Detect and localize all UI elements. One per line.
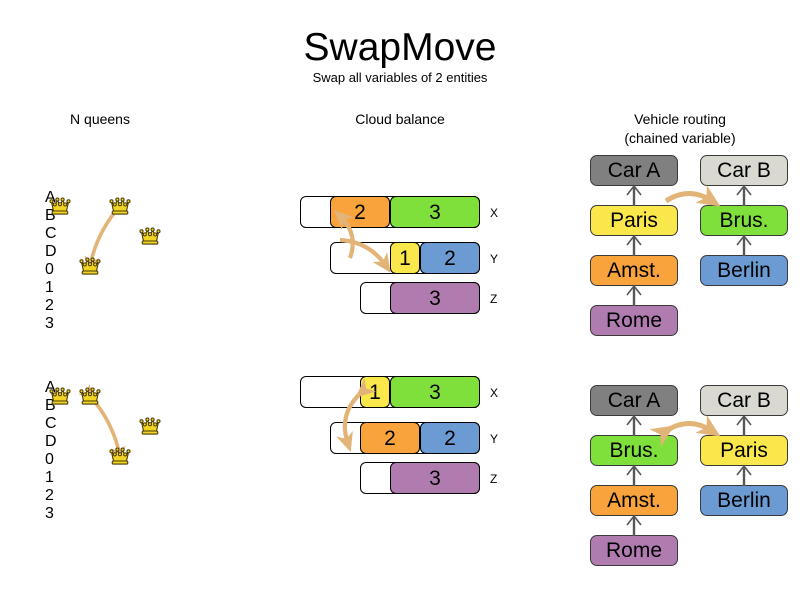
customer-node[interactable]: Rome	[590, 305, 678, 336]
swap-arrow	[649, 415, 721, 447]
customer-node[interactable]: Berlin	[700, 255, 788, 286]
swap-arrow	[664, 185, 721, 207]
board-row-label: 3	[45, 315, 54, 332]
vehicle-node[interactable]: Car B	[700, 155, 788, 186]
computer-label: X	[490, 206, 499, 220]
process-segment[interactable]: 3	[390, 376, 480, 408]
swap-arrow	[333, 210, 355, 259]
process-segment[interactable]: 1	[390, 242, 420, 274]
process-segment[interactable]: 2	[420, 242, 480, 274]
vehicle-node[interactable]: Car A	[590, 155, 678, 186]
swap-arrow	[84, 204, 122, 274]
board-row-label: 2	[45, 487, 54, 504]
chain-arrow-icon	[626, 234, 642, 256]
swap-arrow	[339, 237, 391, 273]
customer-node[interactable]: Brus.	[700, 205, 788, 236]
customer-node[interactable]: Amst.	[590, 255, 678, 286]
board-column-label: D	[45, 243, 57, 260]
swap-arrow	[78, 383, 126, 464]
chain-arrow-icon	[736, 414, 752, 436]
board-column-label: D	[45, 433, 57, 450]
process-segment[interactable]: 2	[420, 422, 480, 454]
column-title-vehicle-routing-line2: (chained variable)	[624, 130, 736, 146]
chain-arrow-icon	[626, 184, 642, 206]
computer-label: Y	[490, 252, 499, 266]
column-title-nqueens: N queens	[70, 111, 130, 127]
computer-label: Z	[490, 292, 498, 306]
board-column-label: C	[45, 225, 57, 242]
process-segment[interactable]: 3	[390, 282, 480, 314]
board-row-label: 1	[45, 279, 54, 296]
vehicle-node[interactable]: Car B	[700, 385, 788, 416]
customer-node[interactable]: Amst.	[590, 485, 678, 516]
board-column-label: B	[45, 397, 56, 414]
chain-arrow-icon	[626, 464, 642, 486]
page-title: SwapMove	[303, 26, 497, 69]
cloud-computer-row[interactable]: 3	[298, 462, 486, 494]
vehicle-node[interactable]: Car A	[590, 385, 678, 416]
page-subtitle: Swap all variables of 2 entities	[312, 70, 488, 85]
process-segment[interactable]: 3	[390, 196, 480, 228]
computer-label: X	[490, 386, 499, 400]
chain-arrow-icon	[626, 514, 642, 536]
board-row-label: 0	[45, 261, 54, 278]
swap-arrow	[336, 378, 377, 452]
chain-arrow-icon	[736, 464, 752, 486]
board-row-label: 1	[45, 469, 54, 486]
computer-label: Y	[490, 432, 499, 446]
chain-arrow-icon	[736, 184, 752, 206]
chain-arrow-icon	[736, 234, 752, 256]
cloud-computer-row[interactable]: 3	[298, 282, 486, 314]
chain-arrow-icon	[626, 284, 642, 306]
column-title-cloud-balance: Cloud balance	[355, 111, 445, 127]
column-title-vehicle-routing-line1: Vehicle routing	[634, 111, 726, 127]
customer-node[interactable]: Paris	[700, 435, 788, 466]
computer-label: Z	[490, 472, 498, 486]
board-row-label: 2	[45, 297, 54, 314]
board-row-label: 3	[45, 505, 54, 522]
customer-node[interactable]: Rome	[590, 535, 678, 566]
board-row-label: 0	[45, 451, 54, 468]
board-column-label: A	[45, 379, 56, 396]
chain-arrow-icon	[626, 414, 642, 436]
board-column-label: A	[45, 189, 56, 206]
board-column-label: B	[45, 207, 56, 224]
customer-node[interactable]: Berlin	[700, 485, 788, 516]
board-column-label: C	[45, 415, 57, 432]
process-segment[interactable]: 3	[390, 462, 480, 494]
